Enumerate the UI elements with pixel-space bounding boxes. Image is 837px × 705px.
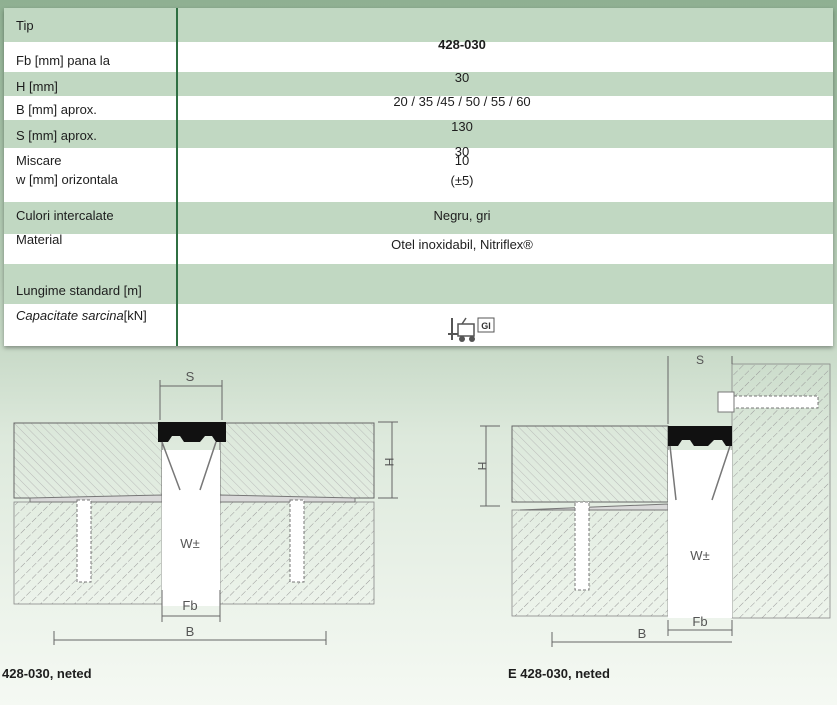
right-dim-s: S <box>696 353 704 367</box>
forklift-load-icon: GI <box>444 314 498 344</box>
spec-table: Tip Fb [mm] pana la H [mm] B [mm] aprox.… <box>4 8 833 346</box>
table-row <box>4 264 833 304</box>
right-caption: E 428-030, neted <box>508 666 610 681</box>
load-icon-label: GI <box>481 321 491 331</box>
left-joint-drawing: S H W± Fb B <box>13 369 398 645</box>
value-tip: 428-030 <box>438 37 486 52</box>
label-capacitate-unit: [kN] <box>123 308 147 323</box>
table-row <box>4 148 833 202</box>
right-dim-h: H <box>475 462 489 471</box>
value-b: 130 <box>451 119 473 134</box>
label-lungime: Lungime standard [m] <box>16 283 142 298</box>
right-joint-drawing: S H W± Fb B <box>475 353 831 647</box>
label-w: w [mm] orizontala <box>16 172 118 187</box>
right-dim-b: B <box>638 626 647 641</box>
right-dim-fb: Fb <box>692 614 707 629</box>
left-dim-h: H <box>382 458 396 467</box>
value-material: Otel inoxidabil, Nitriflex® <box>391 237 533 252</box>
table-row <box>4 42 833 72</box>
value-miscare: 10 <box>454 153 470 168</box>
technical-drawings: S H W± Fb B <box>13 353 831 647</box>
table-row <box>4 304 833 346</box>
label-h: H [mm] <box>16 79 58 94</box>
label-s: S [mm] aprox. <box>16 128 97 143</box>
value-fb: 30 <box>454 70 470 85</box>
table-row <box>4 96 833 120</box>
value-w: (±5) <box>450 173 474 188</box>
left-caption: 428-030, neted <box>2 666 92 681</box>
table-row <box>4 72 833 96</box>
label-culori: Culori intercalate <box>16 208 114 223</box>
table-row <box>4 234 833 264</box>
table-row <box>4 202 833 234</box>
label-fb: Fb [mm] pana la <box>16 53 110 68</box>
table-row <box>4 8 833 42</box>
right-movement-label: W± <box>690 548 709 563</box>
label-b: B [mm] aprox. <box>16 102 97 117</box>
label-material: Material <box>16 232 63 247</box>
left-dim-b: B <box>186 624 195 639</box>
value-culori: Negru, gri <box>433 208 491 223</box>
value-h: 20 / 35 /45 / 50 / 55 / 60 <box>393 94 531 109</box>
value-s: 30 <box>454 144 470 159</box>
label-capacitate-text: Capacitate sarcina <box>16 308 124 323</box>
left-dim-s: S <box>186 369 195 384</box>
label-tip: Tip <box>16 18 34 33</box>
left-dim-fb: Fb <box>182 598 197 613</box>
label-capacitate: Capacitate sarcina[kN] <box>16 308 147 323</box>
label-miscare: Miscare <box>16 153 62 168</box>
table-row <box>4 120 833 148</box>
left-movement-label: W± <box>180 536 199 551</box>
column-divider <box>176 8 178 346</box>
